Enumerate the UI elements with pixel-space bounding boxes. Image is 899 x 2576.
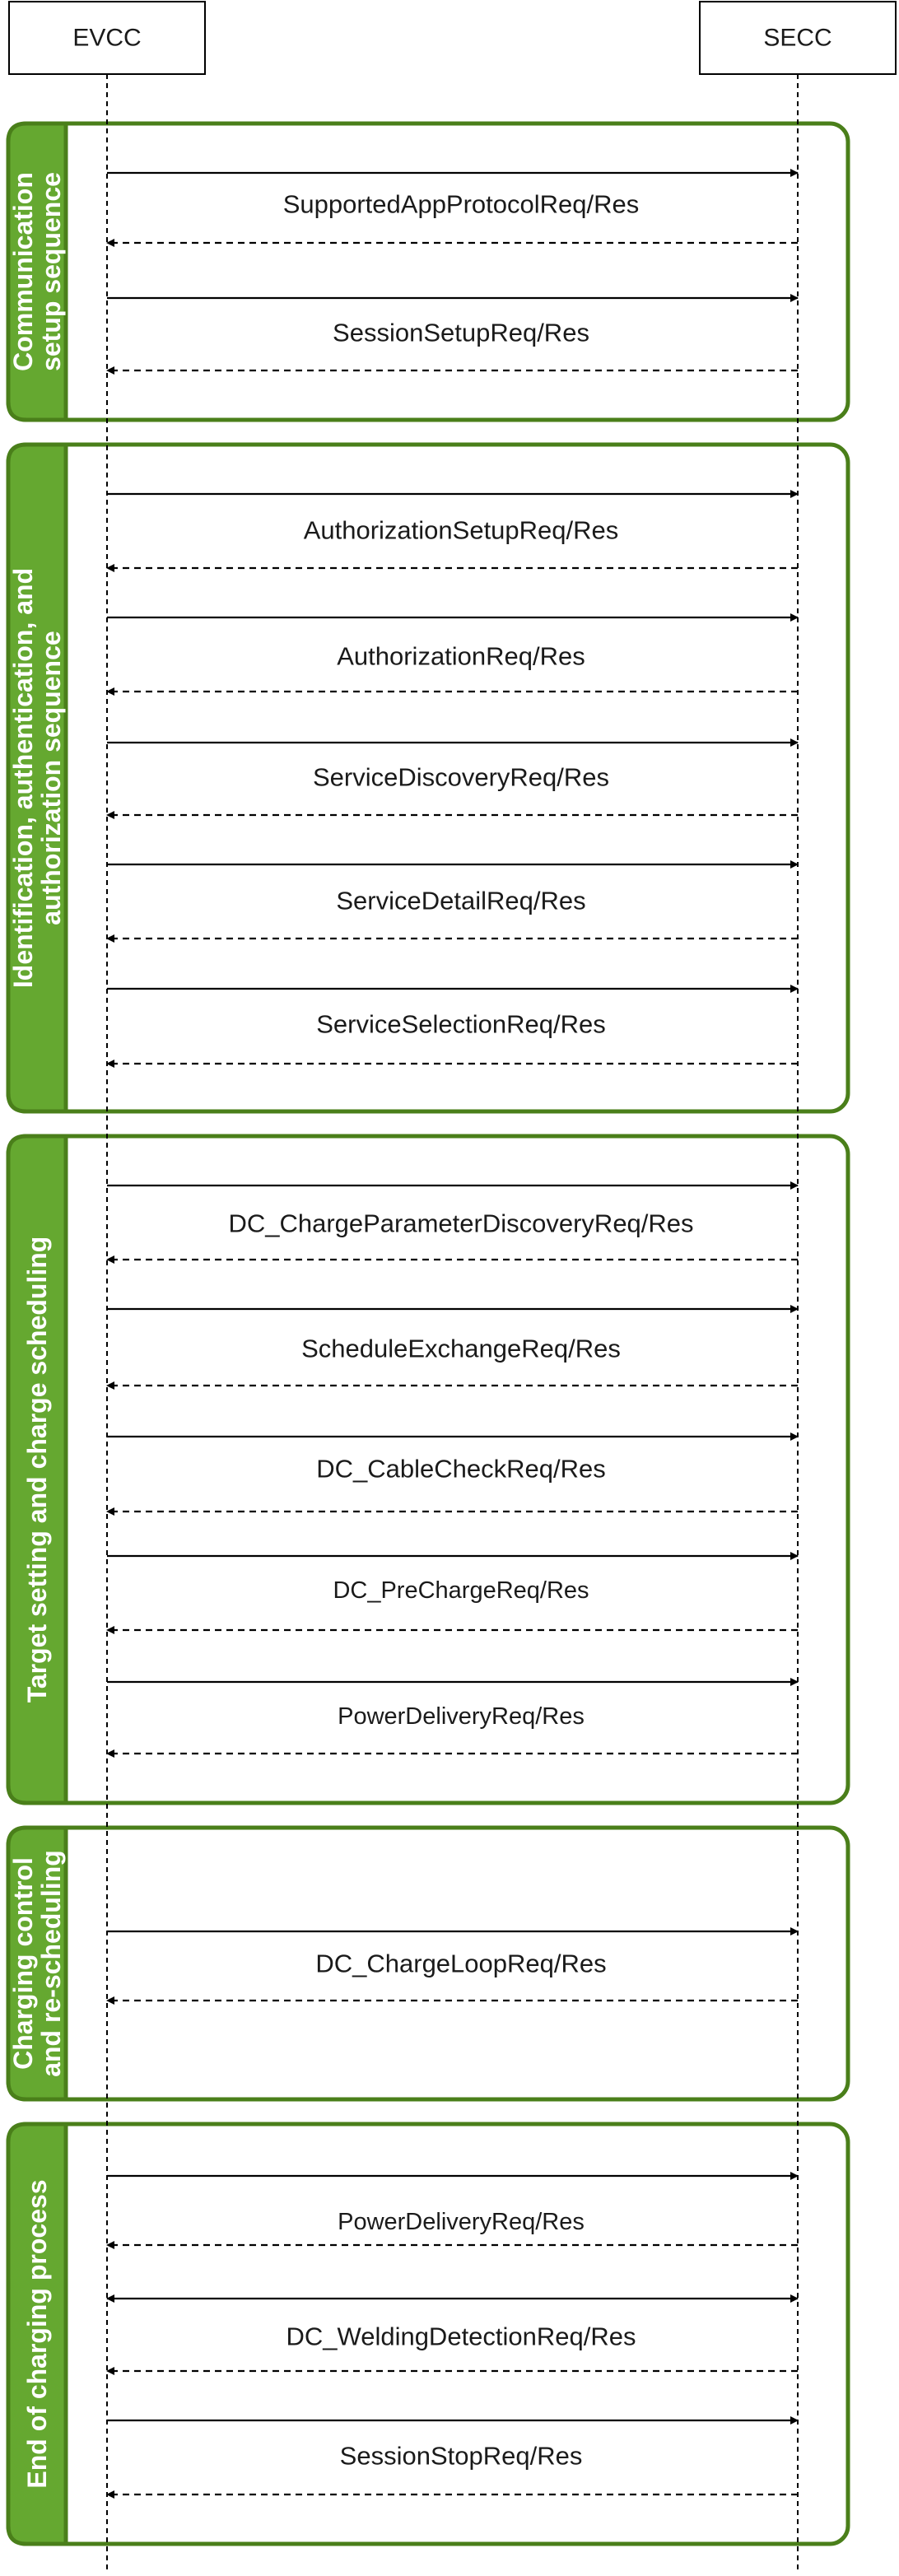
phases-layer: Communicationsetup sequenceIdentificatio…: [6, 121, 850, 2546]
message-5-2: DC_WeldingDetectionReq/Res: [106, 2294, 799, 2375]
message-label: SupportedAppProtocolReq/Res: [283, 190, 640, 219]
phase-label: Target setting and charge scheduling: [22, 1237, 52, 1703]
message-label: SessionSetupReq/Res: [333, 319, 589, 347]
phase-label: Identification, authentication, andautho…: [8, 568, 66, 988]
message-label: DC_WeldingDetectionReq/Res: [286, 2322, 636, 2351]
message-label: ScheduleExchangeReq/Res: [301, 1335, 621, 1363]
messages-layer: SupportedAppProtocolReq/ResSessionSetupR…: [106, 169, 799, 2499]
phase-label-line: Identification, authentication, and: [8, 568, 38, 988]
phase-label: Charging controland re-scheduling: [8, 1850, 66, 2077]
message-2-2: AuthorizationReq/Res: [106, 613, 799, 696]
phase-frame-3: Target setting and charge scheduling: [6, 1134, 850, 1805]
phase-label-line: End of charging process: [22, 2179, 52, 2488]
phase-label-line: Charging control: [8, 1857, 38, 2070]
message-label: ServiceSelectionReq/Res: [316, 1010, 606, 1039]
phase-frame-border: [6, 121, 850, 422]
message-5-3: SessionStopReq/Res: [106, 2416, 799, 2499]
participant-secc-label: SECC: [763, 25, 831, 52]
phase-label-line: authorization sequence: [36, 631, 66, 925]
message-3-2: ScheduleExchangeReq/Res: [106, 1305, 799, 1390]
message-label: DC_CableCheckReq/Res: [316, 1455, 606, 1484]
message-2-5: ServiceSelectionReq/Res: [106, 985, 799, 1068]
message-5-1: PowerDeliveryReq/Res: [106, 2172, 799, 2249]
message-3-3: DC_CableCheckReq/Res: [106, 1432, 799, 1516]
phase-frame-5: End of charging process: [6, 2122, 850, 2546]
participant-evcc: EVCC: [8, 1, 206, 75]
phase-label-line: and re-scheduling: [36, 1850, 66, 2077]
message-1-2: SessionSetupReq/Res: [106, 294, 799, 375]
message-2-4: ServiceDetailReq/Res: [106, 860, 799, 943]
phase-label-line: setup sequence: [36, 172, 66, 371]
phase-label-line: Target setting and charge scheduling: [22, 1237, 52, 1703]
message-3-4: DC_PreChargeReq/Res: [106, 1552, 799, 1634]
message-label: PowerDeliveryReq/Res: [338, 2209, 585, 2235]
message-label: AuthorizationSetupReq/Res: [304, 516, 619, 545]
participant-evcc-label: EVCC: [72, 25, 141, 52]
phase-header-bar: [6, 2122, 68, 2546]
phase-frame-4: Charging controland re-scheduling: [6, 1825, 850, 2102]
message-label: ServiceDiscoveryReq/Res: [313, 763, 609, 792]
phase-label-line: Communication: [8, 172, 38, 371]
message-1-1: SupportedAppProtocolReq/Res: [106, 169, 799, 247]
message-label: AuthorizationReq/Res: [337, 642, 585, 671]
phase-frame-2: Identification, authentication, andautho…: [6, 442, 850, 1114]
message-4-1: DC_ChargeLoopReq/Res: [106, 1927, 799, 2005]
phase-frame-1: Communicationsetup sequence: [6, 121, 850, 422]
message-label: DC_ChargeParameterDiscoveryReq/Res: [228, 1209, 693, 1238]
message-2-3: ServiceDiscoveryReq/Res: [106, 738, 799, 819]
participant-secc: SECC: [699, 1, 897, 75]
message-3-5: PowerDeliveryReq/Res: [106, 1678, 799, 1758]
message-label: PowerDeliveryReq/Res: [338, 1703, 585, 1730]
message-label: DC_PreChargeReq/Res: [333, 1577, 589, 1604]
phase-header-bar: [6, 1825, 68, 2102]
message-label: DC_ChargeLoopReq/Res: [315, 1949, 606, 1978]
message-3-1: DC_ChargeParameterDiscoveryReq/Res: [106, 1181, 799, 1264]
phase-label: Communicationsetup sequence: [8, 172, 66, 371]
phase-header-bar: [6, 442, 68, 1114]
phase-header-bar: [6, 121, 68, 422]
phase-header-bar: [6, 1134, 68, 1805]
phase-label: End of charging process: [22, 2179, 52, 2488]
message-2-1: AuthorizationSetupReq/Res: [106, 490, 799, 572]
message-label: ServiceDetailReq/Res: [336, 887, 585, 915]
message-label: SessionStopReq/Res: [340, 2442, 583, 2471]
